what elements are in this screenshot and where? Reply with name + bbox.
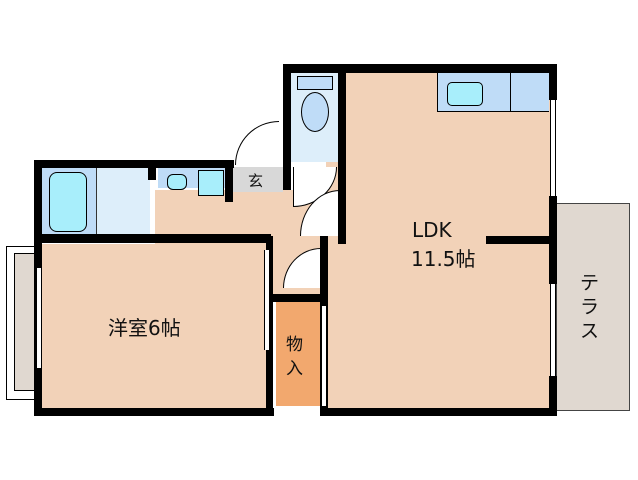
storage-label-1: 物 [286, 335, 303, 355]
wall-toilet-right [338, 64, 346, 244]
ldk-label: LDK [412, 218, 452, 242]
balcony [14, 253, 36, 391]
wall-ldk-partition [486, 236, 552, 244]
entrance-door-swing[interactable] [235, 121, 279, 165]
wall-right-mid [549, 196, 557, 284]
wall-storage-top [270, 294, 328, 302]
wall-wash-right [225, 160, 233, 202]
terrace-label-2: ラ [580, 296, 600, 318]
window-right-lower[interactable] [550, 284, 556, 376]
terrace-label-3: ス [580, 320, 600, 342]
window-western-sliding[interactable] [264, 250, 270, 350]
wall-right-top [549, 64, 557, 100]
wall-bath-right [148, 160, 156, 180]
entrance-label: 玄 [248, 172, 264, 190]
kitchen-sink-icon [447, 82, 483, 106]
wall-bottom-left [34, 408, 274, 416]
wall-top [283, 64, 556, 73]
bathtub-icon [49, 172, 87, 232]
storage-floor [276, 302, 322, 406]
wall-bath-top [34, 160, 234, 168]
wall-right-bottom [549, 376, 557, 416]
terrace-label-1: テ [580, 272, 600, 294]
terrace [556, 203, 630, 411]
toilet-bowl-icon [301, 92, 329, 132]
wall-bottom-right [320, 408, 557, 416]
washing-machine-icon [198, 170, 224, 196]
window-storage[interactable] [321, 306, 327, 406]
wall-toilet-left [283, 64, 291, 190]
western-room-floor [42, 244, 266, 408]
entrance [233, 167, 283, 192]
washbasin-icon [167, 174, 187, 190]
window-left[interactable] [36, 268, 42, 368]
window-right-upper[interactable] [550, 100, 556, 196]
kitchen-divider [510, 72, 511, 112]
ldk-size-label: 11.5帖 [411, 247, 476, 271]
storage-label-2: 入 [286, 359, 303, 379]
toilet-tank-icon [297, 76, 333, 90]
bath-divider [96, 168, 97, 234]
wall-bath-bottom [34, 234, 271, 243]
western-room-label: 洋室6帖 [108, 316, 181, 340]
